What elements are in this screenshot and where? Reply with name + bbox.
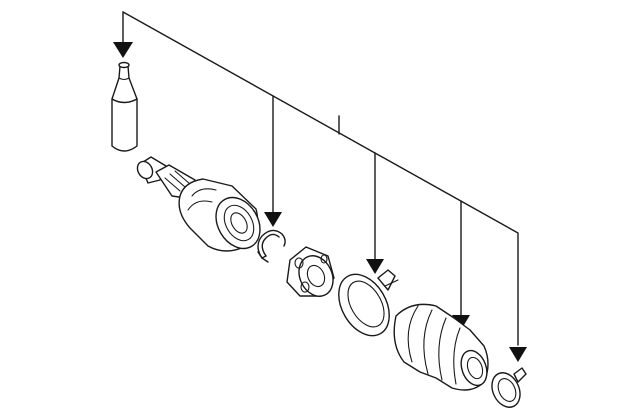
boot-clamp-small	[491, 367, 527, 408]
snap-ring	[257, 229, 286, 263]
arrowheads	[113, 42, 527, 362]
outer-cv-joint-assembly	[136, 156, 261, 252]
boot-clamp-large	[338, 269, 399, 337]
leader-main-bracket	[122, 11, 519, 346]
cv-boot	[393, 303, 489, 391]
grease-tube	[111, 61, 138, 152]
leader-lines	[122, 11, 519, 346]
arrow-boot-clamp-small	[509, 347, 527, 362]
bearing-cage	[286, 246, 335, 297]
arrow-grease-tube	[113, 42, 133, 58]
arrow-boot-clamp-large	[366, 259, 384, 274]
arrow-snap-ring	[264, 212, 282, 227]
